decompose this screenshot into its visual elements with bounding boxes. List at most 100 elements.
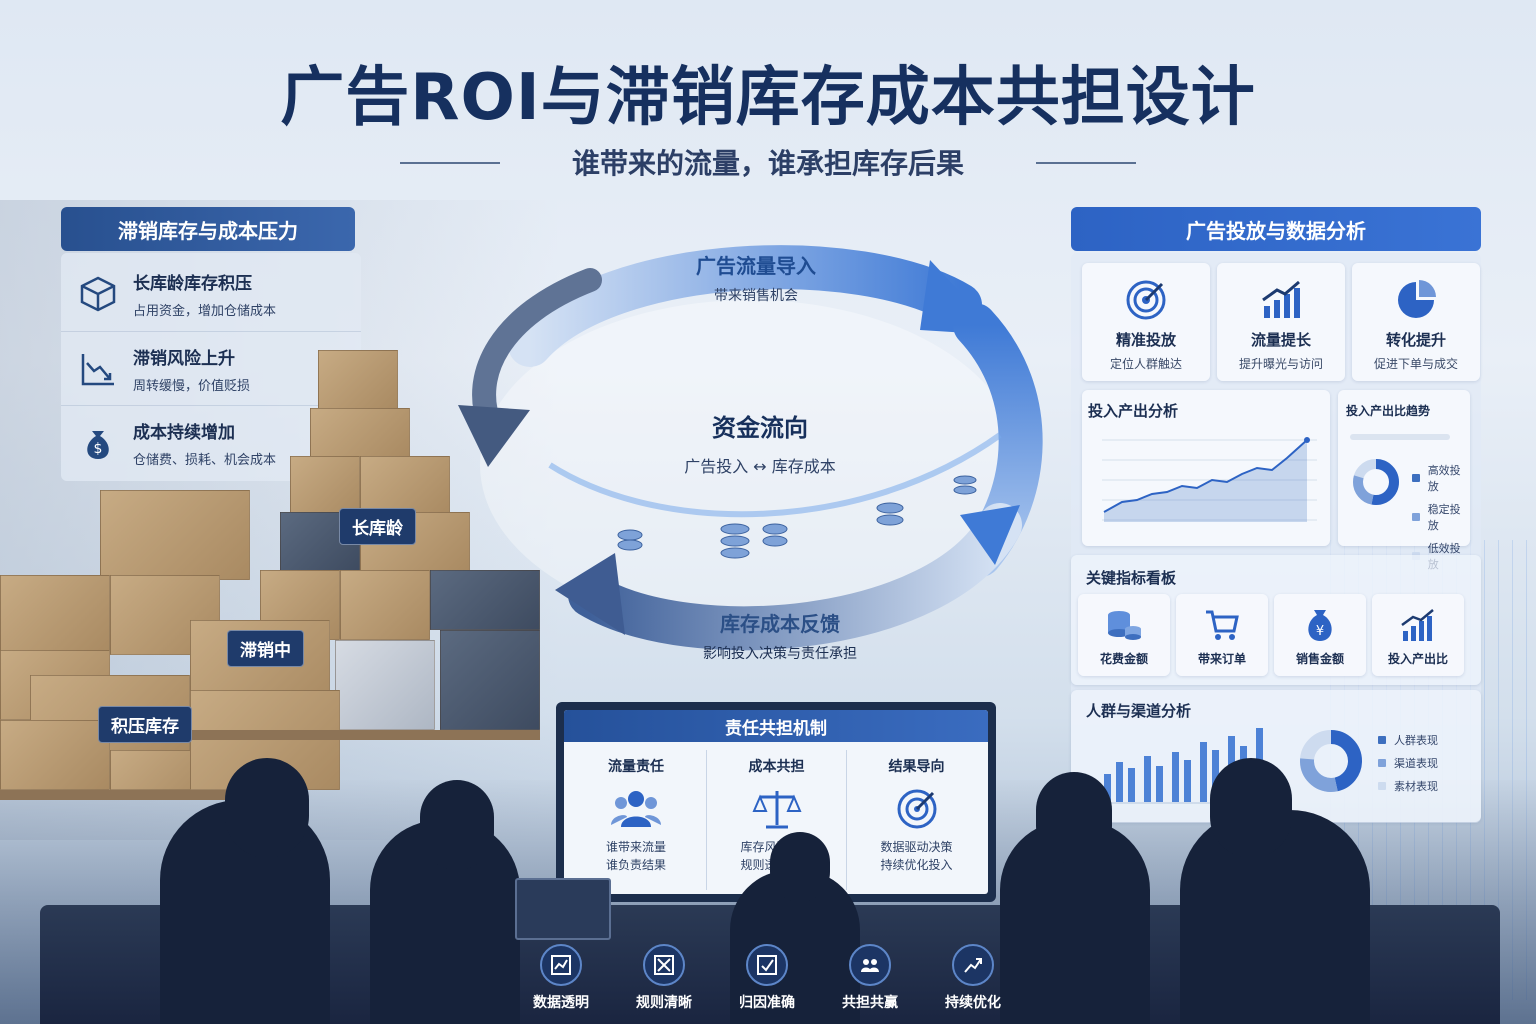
money-bag-icon: $	[77, 422, 119, 464]
monitor-screen: 责任共担机制 流量责任 谁带来流量 谁负责结果 成本共担 库存风险共担 规则透明…	[564, 710, 988, 894]
bottom-arrow-head	[555, 553, 625, 635]
feature-card-traffic: 流量提长 提升曝光与访问	[1217, 263, 1345, 381]
bottom-label: 共担共赢	[842, 995, 898, 1011]
bottom-label: 持续优化	[945, 995, 1001, 1011]
io-ratio-bar	[1350, 434, 1450, 440]
person-head	[1210, 758, 1292, 858]
audience-title: 人群与渠道分析	[1086, 702, 1192, 720]
kpi-label: 带来订单	[1197, 652, 1246, 666]
svg-text:¥: ¥	[1316, 624, 1324, 639]
list-item: 长库龄库存积压 占用资金，增加仓储成本	[61, 257, 361, 331]
kpi-board-title: 关键指标看板	[1086, 569, 1177, 587]
money-flow-stream	[548, 432, 1002, 518]
item-desc: 周转缓慢，价值贬损	[133, 378, 251, 394]
item-title: 成本持续增加	[133, 422, 235, 443]
bottom-item-rules: 规则清晰	[614, 944, 714, 1012]
bottom-item-optimize: 持续优化	[923, 944, 1023, 1012]
kpi-label: 销售金额	[1295, 652, 1344, 666]
item-desc: 占用资金，增加仓储成本	[133, 304, 277, 319]
item-desc: 仓储费、损耗、机会成本	[133, 452, 277, 468]
io-analysis-title: 投入产出分析	[1088, 402, 1179, 420]
attribution-icon	[746, 944, 788, 986]
io-line-chart	[1102, 437, 1317, 522]
left-arrow-head	[458, 405, 530, 467]
cycle-bottom-title: 库存成本反馈	[720, 612, 840, 636]
legend-item: 稳定投放	[1412, 501, 1470, 533]
box-icon	[77, 273, 119, 315]
slow-moving-tag: 滞销中	[227, 630, 304, 667]
cart-icon	[1202, 606, 1242, 644]
kpi-label: 花费金额	[1099, 652, 1148, 666]
subtitle-divider-right	[1036, 162, 1136, 164]
monitor-header: 责任共担机制	[564, 710, 988, 742]
person-head	[225, 758, 309, 858]
person-head	[420, 780, 494, 870]
optimize-icon	[952, 944, 994, 986]
kpi-roi: 投入产出比	[1372, 594, 1464, 676]
left-flow-arrow	[472, 268, 602, 437]
bottom-label: 规则清晰	[636, 995, 692, 1011]
audience-donut	[1300, 730, 1362, 792]
growth-chart-icon	[1258, 277, 1304, 323]
cycle-bottom-label: 库存成本反馈 影响投入决策与责任承担	[640, 608, 920, 663]
scale-icon	[751, 786, 802, 832]
declining-chart-icon	[77, 348, 119, 390]
feature-title: 流量提长	[1250, 331, 1311, 349]
cooperation-icon	[849, 944, 891, 986]
io-area	[1104, 440, 1307, 522]
bottom-item-attribution: 归因准确	[717, 944, 817, 1012]
list-item: 滞销风险上升 周转缓慢，价值贬损	[61, 331, 361, 405]
kpi-sales: ¥ 销售金额	[1274, 594, 1366, 676]
people-icon	[611, 786, 661, 832]
right-panel-header: 广告投放与数据分析	[1071, 207, 1481, 251]
cycle-center-label: 资金流向 广告投入 ↔ 库存成本	[620, 408, 900, 477]
cycle-bottom-desc: 影响投入决策与责任承担	[703, 646, 857, 662]
io-ratio-card: 投入产出比趋势 高效投放 稳定投放 低效投放	[1338, 390, 1470, 571]
top-flow-arrow	[508, 245, 982, 367]
feature-title: 转化提升	[1385, 331, 1446, 349]
target-icon	[1123, 277, 1169, 323]
target-icon	[892, 786, 942, 832]
io-ratio-legend: 高效投放 稳定投放 低效投放	[1412, 462, 1470, 579]
cycle-top-label: 广告流量导入 带来销售机会	[626, 250, 886, 305]
feature-desc: 提升曝光与访问	[1238, 357, 1323, 371]
monitor-column-traffic: 流量责任 谁带来流量 谁负责结果	[605, 759, 666, 872]
rules-icon	[643, 944, 685, 986]
io-end-point	[1304, 437, 1310, 443]
cycle-diagram	[458, 245, 1043, 651]
cycle-center-desc: 广告投入 ↔ 库存成本	[684, 457, 836, 476]
kpi-spend: 花费金额	[1078, 594, 1170, 676]
page-subtitle: 谁带来的流量，谁承担库存后果	[571, 147, 964, 180]
long-age-tag: 长库龄	[339, 508, 416, 545]
legend-item: 人群表现	[1378, 732, 1438, 748]
page-title: 广告ROI与滞销库存成本共担设计	[280, 61, 1256, 135]
io-analysis-card: 投入产出分析	[1082, 390, 1330, 546]
bottom-flow-arrow	[568, 503, 1022, 651]
bottom-item-data-transparency: 数据透明	[511, 944, 611, 1012]
item-title: 滞销风险上升	[133, 348, 235, 369]
bottom-label: 数据透明	[533, 995, 589, 1011]
subtitle-row: 谁带来的流量，谁承担库存后果	[0, 142, 1536, 182]
feature-desc: 促进下单与成交	[1373, 357, 1458, 371]
data-chart-icon	[540, 944, 582, 986]
pie-chart-icon	[1393, 277, 1439, 323]
io-ratio-donut	[1353, 459, 1399, 505]
list-item: $ 成本持续增加 仓储费、损耗、机会成本	[61, 405, 361, 479]
feature-card-conversion: 转化提升 促进下单与成交	[1352, 263, 1480, 381]
growth-chart-icon	[1398, 606, 1438, 644]
monitor-column-result: 结果导向 数据驱动决策 持续优化投入	[846, 750, 986, 890]
coin-stacks	[617, 475, 977, 559]
person-head	[1036, 772, 1112, 864]
person-head	[770, 832, 830, 902]
coins-icon	[1104, 606, 1144, 644]
svg-text:$: $	[94, 441, 103, 457]
legend-item: 渠道表现	[1378, 755, 1438, 771]
cycle-top-title: 广告流量导入	[696, 254, 816, 278]
left-panel-header: 滞销库存与成本压力	[61, 207, 355, 251]
item-title: 长库龄库存积压	[133, 274, 252, 294]
bottom-label: 归因准确	[739, 995, 795, 1011]
right-arrow-head	[960, 505, 1020, 565]
bottom-item-cooperation: 共担共赢	[820, 944, 920, 1012]
legend-item: 高效投放	[1412, 462, 1470, 494]
cycle-top-desc: 带来销售机会	[714, 288, 798, 304]
